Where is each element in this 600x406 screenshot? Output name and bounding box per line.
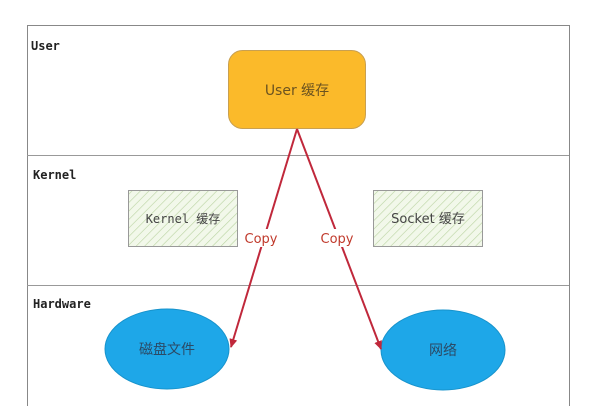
kernel-cache-label: Kernel 缓存 bbox=[146, 212, 221, 226]
socket-cache-node: Socket 缓存 bbox=[373, 190, 483, 247]
diagram-frame bbox=[27, 25, 570, 406]
disk-file-node: 磁盘文件 bbox=[104, 308, 230, 390]
kernel-cache-node: Kernel 缓存 bbox=[128, 190, 238, 247]
layer-label-hardware: Hardware bbox=[33, 297, 91, 311]
layer-label-kernel: Kernel bbox=[33, 168, 76, 182]
copy-label-bg-right bbox=[317, 229, 357, 247]
user-cache-node: User 缓存 bbox=[228, 50, 366, 129]
copy-label-right: Copy bbox=[321, 232, 354, 247]
network-label: 网络 bbox=[429, 343, 457, 359]
user-cache-label: User 缓存 bbox=[265, 83, 329, 99]
copy-label-left: Copy bbox=[245, 232, 278, 247]
copy-label-bg-left bbox=[241, 229, 281, 247]
socket-cache-label: Socket 缓存 bbox=[391, 212, 465, 227]
network-node: 网络 bbox=[380, 309, 506, 391]
disk-file-label: 磁盘文件 bbox=[139, 341, 195, 358]
layer-label-user: User bbox=[31, 39, 60, 53]
